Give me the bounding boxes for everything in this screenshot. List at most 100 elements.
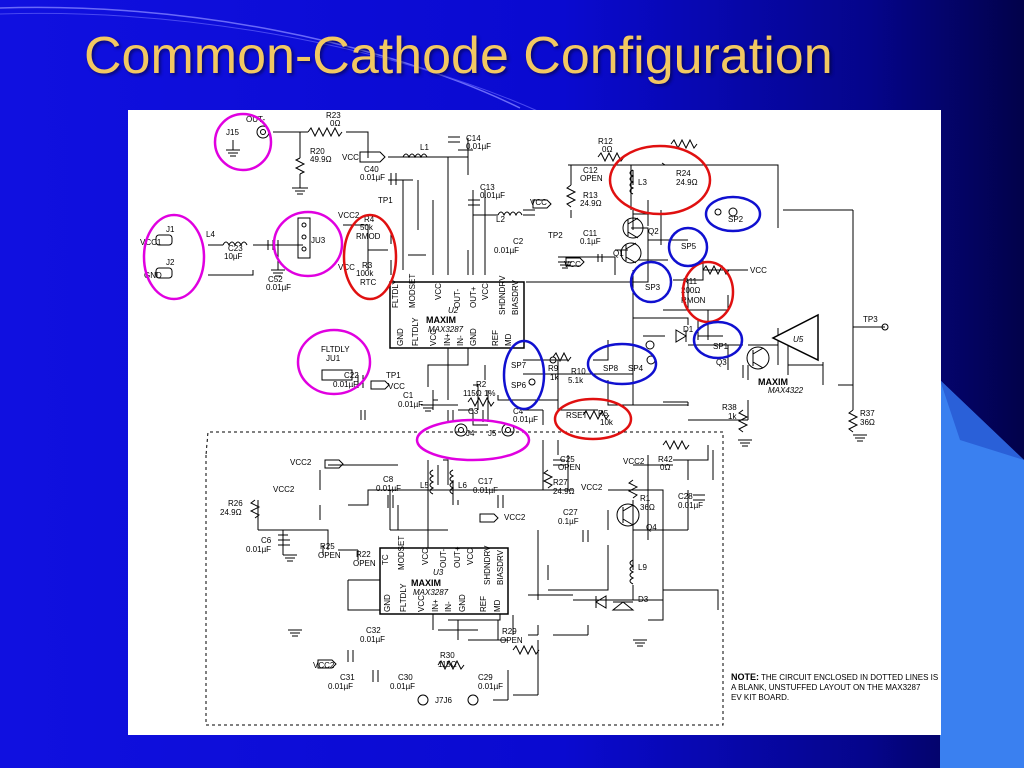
svg-text:50k: 50k	[360, 223, 374, 232]
svg-text:J4: J4	[466, 429, 475, 438]
svg-text:VCC2: VCC2	[504, 513, 526, 522]
highlight-j4-j5	[415, 418, 531, 462]
svg-text:C3: C3	[468, 407, 479, 416]
highlight-annotations	[142, 112, 762, 462]
svg-text:VCC1: VCC1	[140, 238, 162, 247]
svg-text:FLTDLY: FLTDLY	[321, 345, 350, 354]
wiring	[208, 131, 885, 426]
highlight-sp3	[629, 260, 673, 304]
svg-text:R38: R38	[722, 403, 737, 412]
svg-text:0.1µF: 0.1µF	[558, 517, 579, 526]
svg-text:0.01µF: 0.01µF	[678, 501, 703, 510]
svg-text:VCC: VCC	[342, 153, 359, 162]
svg-text:TP1: TP1	[378, 196, 393, 205]
svg-text:0.01µF: 0.01µF	[390, 682, 415, 691]
svg-text:MAX3287: MAX3287	[413, 588, 449, 597]
svg-text:Q4: Q4	[646, 523, 657, 532]
svg-text:L5: L5	[420, 481, 429, 490]
svg-text:0.01µF: 0.01µF	[246, 545, 271, 554]
corner-decoration	[940, 380, 1024, 768]
svg-text:J2: J2	[166, 258, 175, 267]
svg-text:VCC: VCC	[388, 382, 405, 391]
svg-text:TC: TC	[381, 554, 390, 565]
highlight-ju3	[272, 210, 344, 278]
svg-text:C31: C31	[340, 673, 355, 682]
svg-text:0.01µF: 0.01µF	[466, 142, 491, 151]
svg-text:VCC: VCC	[750, 266, 767, 275]
svg-text:R22: R22	[356, 550, 371, 559]
svg-text:VCC: VCC	[421, 548, 430, 565]
svg-text:VCC: VCC	[466, 548, 475, 565]
svg-text:R13: R13	[583, 191, 598, 200]
svg-text:MAX4322: MAX4322	[768, 386, 804, 395]
svg-text:C12: C12	[583, 166, 598, 175]
svg-text:OUT-: OUT-	[453, 289, 462, 308]
svg-text:OPEN: OPEN	[558, 463, 581, 472]
svg-text:RMOD: RMOD	[356, 232, 381, 241]
svg-text:VCC2: VCC2	[338, 211, 360, 220]
svg-text:C25: C25	[560, 455, 575, 464]
svg-text:THE CIRCUIT ENCLOSED IN DOTTED: THE CIRCUIT ENCLOSED IN DOTTED LINES IS	[761, 673, 938, 682]
svg-text:R20: R20	[310, 147, 325, 156]
highlight-sp2	[704, 195, 762, 233]
svg-text:U2: U2	[448, 306, 459, 315]
highlight-j15	[213, 112, 273, 172]
svg-text:L1: L1	[420, 143, 429, 152]
svg-text:R12: R12	[598, 137, 613, 146]
highlight-ju1	[296, 328, 372, 396]
svg-text:49.9Ω: 49.9Ω	[310, 155, 332, 164]
svg-text:200Ω: 200Ω	[681, 286, 700, 295]
highlight-sp8-sp4	[586, 342, 658, 386]
svg-text:R30: R30	[440, 651, 455, 660]
svg-text:0.01µF: 0.01µF	[266, 283, 291, 292]
svg-text:NOTE:: NOTE:	[731, 672, 759, 682]
svg-text:SP3: SP3	[645, 283, 661, 292]
svg-text:0.1µF: 0.1µF	[580, 237, 601, 246]
svg-text:1k: 1k	[550, 373, 559, 382]
svg-text:R5: R5	[598, 409, 609, 418]
svg-text:C52: C52	[268, 275, 283, 284]
svg-text:SHDNDRV: SHDNDRV	[483, 545, 492, 585]
svg-text:TP3: TP3	[863, 315, 878, 324]
svg-text:SP7: SP7	[511, 361, 527, 370]
svg-text:VCC2: VCC2	[313, 661, 335, 670]
svg-text:0Ω: 0Ω	[330, 119, 340, 128]
svg-text:VCC: VCC	[434, 283, 443, 300]
svg-text:C1: C1	[403, 391, 414, 400]
svg-text:GND: GND	[458, 594, 467, 612]
svg-text:OPEN: OPEN	[318, 551, 341, 560]
svg-text:RTC: RTC	[360, 278, 377, 287]
svg-text:A BLANK, UNSTUFFED LAYOUT ON T: A BLANK, UNSTUFFED LAYOUT ON THE MAX3287	[731, 683, 921, 692]
highlight-sp7-sp6	[502, 339, 546, 411]
svg-text:C40: C40	[364, 165, 379, 174]
svg-text:SP1: SP1	[713, 342, 729, 351]
svg-text:GND: GND	[383, 594, 392, 612]
highlight-r3-r4	[342, 213, 398, 301]
svg-text:C8: C8	[383, 475, 394, 484]
svg-text:OUT+: OUT+	[453, 546, 462, 568]
svg-text:EV KIT BOARD.: EV KIT BOARD.	[731, 693, 789, 702]
svg-text:C14: C14	[466, 134, 481, 143]
svg-text:FLTDLY: FLTDLY	[399, 583, 408, 612]
svg-text:0.01µF: 0.01µF	[376, 484, 401, 493]
svg-text:C32: C32	[366, 626, 381, 635]
svg-text:J5: J5	[488, 429, 497, 438]
highlight-r11	[681, 260, 735, 324]
svg-text:R27: R27	[553, 478, 568, 487]
svg-text:SP5: SP5	[681, 242, 697, 251]
svg-text:C22: C22	[344, 371, 359, 380]
svg-text:GND: GND	[396, 328, 405, 346]
svg-text:24.9Ω: 24.9Ω	[676, 178, 698, 187]
unstuffed-layout-boundary	[205, 431, 724, 726]
svg-text:C27: C27	[563, 508, 578, 517]
svg-text:R25: R25	[320, 542, 335, 551]
svg-text:RSET: RSET	[566, 411, 587, 420]
svg-text:L9: L9	[638, 563, 647, 572]
svg-text:JU1: JU1	[326, 354, 341, 363]
svg-text:SP8: SP8	[603, 364, 619, 373]
svg-text:VCC2: VCC2	[581, 483, 603, 492]
svg-text:5.1k: 5.1k	[568, 376, 584, 385]
svg-text:L3: L3	[638, 178, 647, 187]
highlight-sp5	[667, 226, 709, 268]
svg-text:C17: C17	[478, 477, 493, 486]
